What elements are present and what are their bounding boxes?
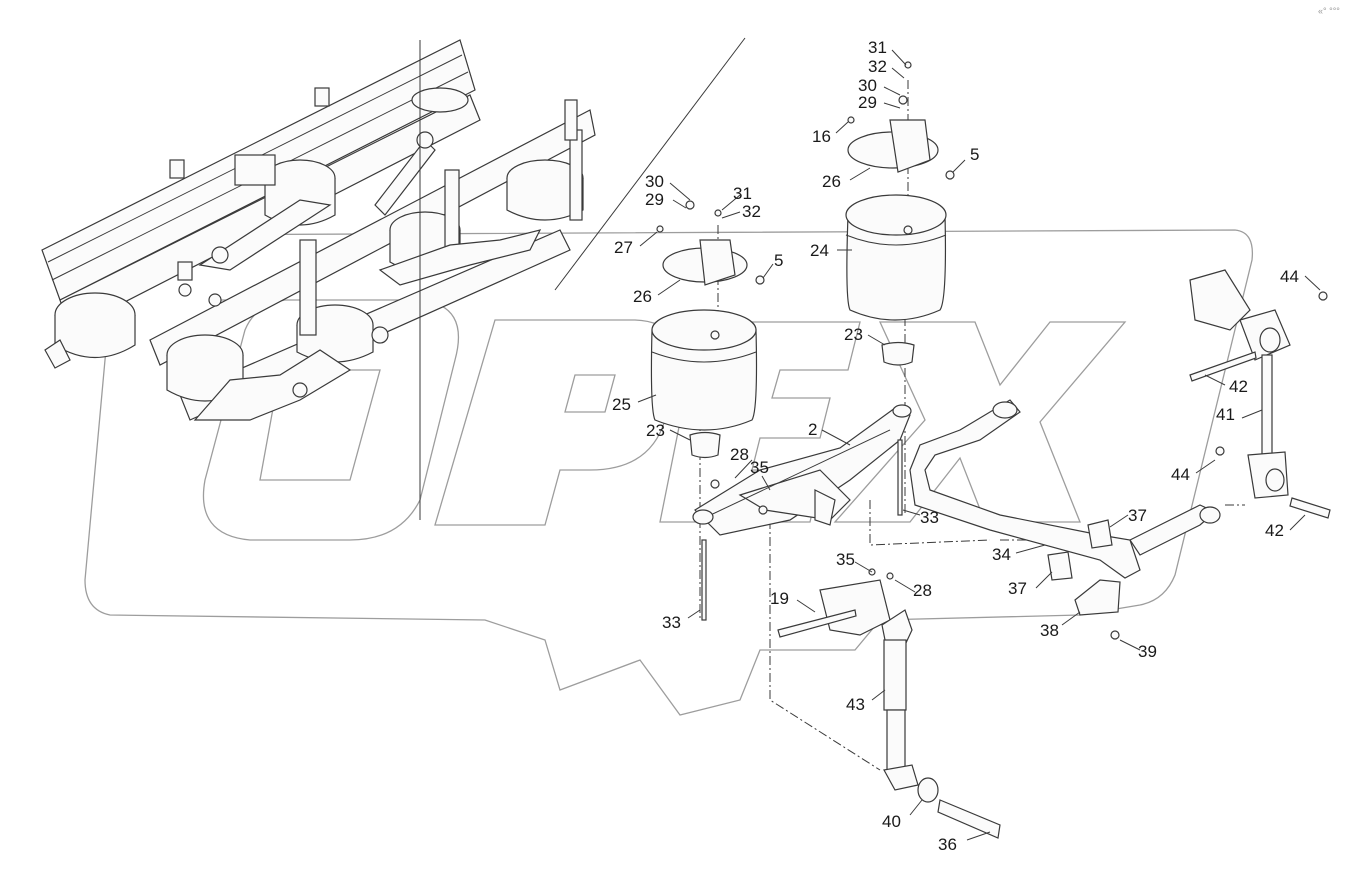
callout-2: 2	[808, 420, 817, 439]
callout-34: 34	[992, 545, 1011, 564]
callout-27: 27	[614, 238, 633, 257]
callout-37: 37	[1008, 579, 1027, 598]
callout-16: 16	[812, 127, 831, 146]
callout-32: 32	[868, 57, 887, 76]
callout-19: 19	[770, 589, 789, 608]
callout-44: 44	[1280, 267, 1299, 286]
callout-5: 5	[774, 251, 783, 270]
callout-31: 31	[868, 38, 887, 57]
callout-29: 29	[645, 190, 664, 209]
callout-41: 41	[1216, 405, 1235, 424]
callout-30: 30	[645, 172, 664, 191]
callout-5: 5	[970, 145, 979, 164]
shock-absorber	[777, 568, 1001, 839]
callout-42: 42	[1265, 521, 1284, 540]
callout-33: 33	[662, 613, 681, 632]
callout-29: 29	[858, 93, 877, 112]
callout-30: 30	[858, 76, 877, 95]
callout-43: 43	[846, 695, 865, 714]
air-spring-lower-assembly	[650, 200, 765, 459]
callout-35: 35	[836, 550, 855, 569]
suspension-beam	[692, 404, 912, 621]
corner-mark: «° °°°	[1318, 6, 1340, 16]
callout-32: 32	[742, 202, 761, 221]
callout-28: 28	[913, 581, 932, 600]
callout-40: 40	[882, 812, 901, 831]
assembled-suspension-overview	[41, 37, 746, 520]
callout-35: 35	[750, 458, 769, 477]
callout-23: 23	[844, 325, 863, 344]
callout-38: 38	[1040, 621, 1059, 640]
callout-36: 36	[938, 835, 957, 854]
callout-37: 37	[1128, 506, 1147, 525]
stabilizer-bar	[909, 399, 1221, 640]
callout-26: 26	[633, 287, 652, 306]
callout-31: 31	[733, 184, 752, 203]
air-spring-upper-assembly	[845, 61, 955, 366]
callout-labels: 31 32 30 29 16 5 26 24 30 29 31 32 27 5 …	[612, 38, 1299, 854]
callout-33: 33	[920, 508, 939, 527]
callout-leaders	[637, 49, 1321, 841]
callout-24: 24	[810, 241, 829, 260]
callout-39: 39	[1138, 642, 1157, 661]
callout-25: 25	[612, 395, 631, 414]
callout-42: 42	[1229, 377, 1248, 396]
callout-28: 28	[730, 445, 749, 464]
callout-26: 26	[822, 172, 841, 191]
callout-23: 23	[646, 421, 665, 440]
stabilizer-link	[1189, 269, 1331, 519]
callout-44: 44	[1171, 465, 1190, 484]
